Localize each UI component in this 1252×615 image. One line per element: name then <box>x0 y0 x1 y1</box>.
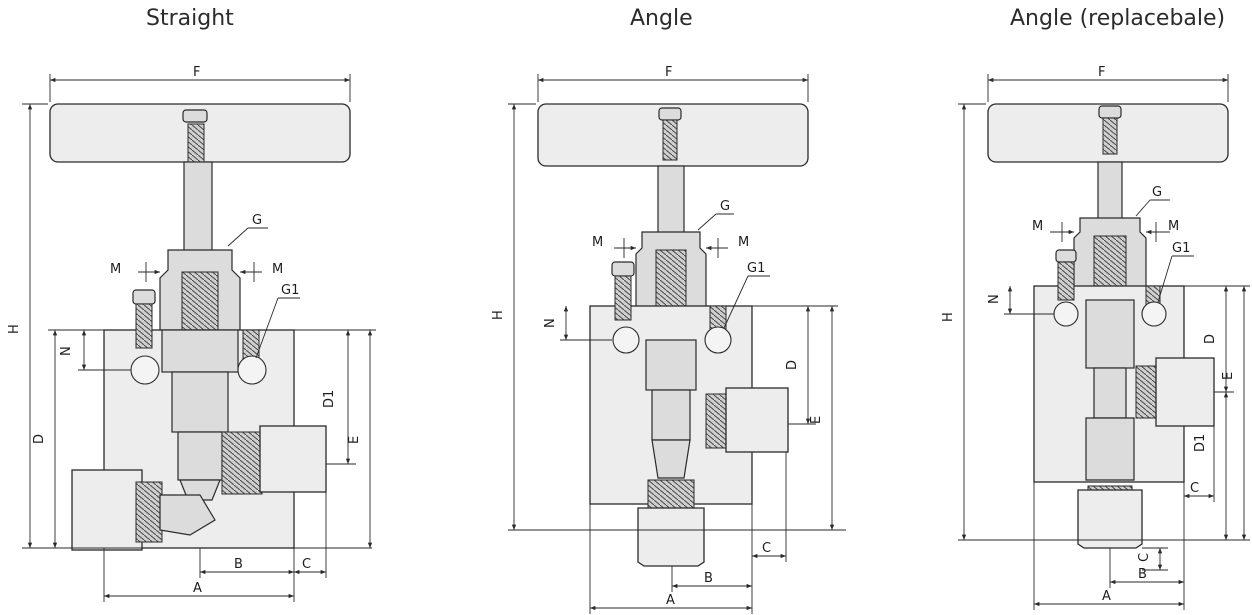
drawing-angle-replaceable: F H N D D1 E A B C C M M <box>941 65 1250 610</box>
label-C-straight: C <box>302 557 311 572</box>
label-G1-angle: G1 <box>747 261 765 276</box>
stem-thread-angle <box>662 119 678 161</box>
stem-cap-angle <box>658 107 682 121</box>
label-N-angle-replaceable: N <box>987 294 1002 304</box>
label-G1-straight: G1 <box>281 283 299 298</box>
label-M-right-straight: M <box>272 262 283 277</box>
ball-right-straight <box>237 355 267 385</box>
ball-right-angle-replaceable <box>1141 301 1167 327</box>
packing-angle-replaceable <box>1085 299 1135 369</box>
label-D-angle: D <box>785 360 800 370</box>
title-straight: Straight <box>146 6 234 31</box>
label-H-angle-replaceable: H <box>941 312 956 322</box>
bottom-port-angle-replaceable <box>1077 489 1143 549</box>
label-G-angle: G <box>720 199 730 214</box>
label-F-angle-replaceable: F <box>1098 65 1105 80</box>
spindle-angle <box>651 389 691 441</box>
elbow-straight <box>159 494 216 536</box>
label-G1-angle-replaceable: G1 <box>1172 241 1190 256</box>
label-B-straight: B <box>234 557 243 572</box>
plug-screw-angle <box>611 261 635 277</box>
bottom-thread-angle <box>647 479 695 509</box>
label-D-straight: D <box>32 434 47 444</box>
right-port-thread-straight <box>221 431 263 495</box>
bonnet-lower-straight <box>161 329 239 373</box>
packing-angle <box>645 339 697 391</box>
ball-right-angle <box>704 326 732 354</box>
label-M-right-angle: M <box>738 235 749 250</box>
label-H-straight: H <box>7 324 22 334</box>
drawing-straight: F H D N D1 E A B C M M G <box>7 65 376 602</box>
plug-thread-left-angle-replaceable <box>1057 261 1075 301</box>
label-G-straight: G <box>252 213 262 228</box>
stem-cap-straight <box>182 109 208 123</box>
label-E-angle: E <box>809 416 824 424</box>
label-F-angle: F <box>665 65 672 80</box>
stem-thread-angle-replaceable <box>1102 117 1118 155</box>
spindle-straight <box>177 431 223 481</box>
plug-screw-angle-replaceable <box>1055 249 1077 263</box>
label-D1-angle-replaceable: D1 <box>1193 434 1208 452</box>
label-N-angle: N <box>543 318 558 328</box>
label-C-angle: C <box>762 541 771 556</box>
ball-left-angle-replaceable <box>1053 301 1079 327</box>
left-port-straight <box>71 469 143 551</box>
packing-straight <box>171 371 229 433</box>
label-D-angle-replaceable: D <box>1203 334 1218 344</box>
stem-angle <box>657 165 685 235</box>
label-A-angle: A <box>666 593 675 608</box>
plug-thread-left-straight <box>135 303 153 349</box>
right-port-straight <box>259 425 327 493</box>
label-E-straight: E <box>347 436 362 444</box>
plug-thread-left-angle <box>614 275 632 321</box>
label-M-left-straight: M <box>110 262 121 277</box>
label-N-straight: N <box>59 346 74 356</box>
right-port-angle-replaceable <box>1155 357 1215 427</box>
label-A-straight: A <box>193 581 202 596</box>
label-F-straight: F <box>193 65 200 80</box>
label-M-left-angle-replaceable: M <box>1032 219 1043 234</box>
ball-left-straight <box>130 355 160 385</box>
seat-angle <box>651 439 691 479</box>
label-B-angle: B <box>704 571 713 586</box>
label-D1-straight: D1 <box>322 390 337 408</box>
label-M-left-angle: M <box>592 235 603 250</box>
label-G-angle-replaceable: G <box>1152 185 1162 200</box>
stem-cap-angle-replaceable <box>1098 105 1122 119</box>
label-B-angle-replaceable: B <box>1138 567 1147 582</box>
stem-straight <box>183 161 213 253</box>
title-angle-replaceable: Angle (replacebale) <box>1010 6 1226 31</box>
drawing-angle: F H N D E A B C M M G G1 <box>491 65 846 614</box>
label-E-angle-replaceable: E <box>1221 372 1236 380</box>
label-M-right-angle-replaceable: M <box>1168 219 1179 234</box>
stem-thread-straight <box>187 123 205 169</box>
plug-screw-left-straight <box>132 289 156 305</box>
bottom-port-angle <box>637 507 705 567</box>
label-H-angle: H <box>491 310 506 320</box>
label-C-bottom-angle-replaceable: C <box>1137 553 1152 562</box>
title-angle: Angle <box>630 6 693 31</box>
stem-angle-replaceable <box>1097 161 1123 221</box>
insert-angle-replaceable <box>1085 417 1135 481</box>
label-A-angle-replaceable: A <box>1102 589 1111 604</box>
ball-left-angle <box>612 326 640 354</box>
label-C-right-angle-replaceable: C <box>1190 481 1199 496</box>
left-port-thread-straight <box>135 481 163 543</box>
right-port-angle <box>725 387 789 453</box>
spindle-angle-replaceable <box>1093 367 1127 419</box>
